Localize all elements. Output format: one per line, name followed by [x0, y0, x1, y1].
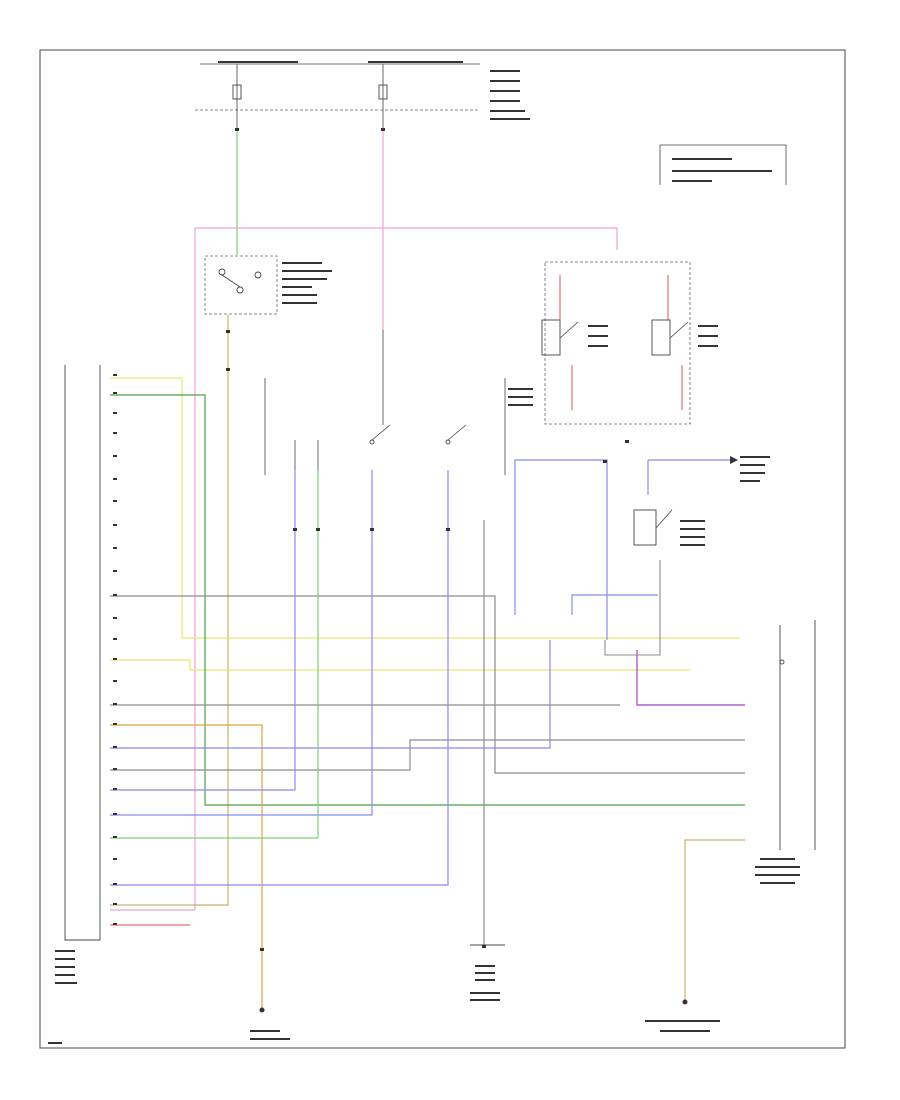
wire-gray-1 [110, 595, 745, 774]
wire-pink-left [110, 228, 196, 911]
wire-yellow-2 [110, 659, 690, 671]
switch-icon [445, 424, 467, 445]
wire-gray-right [604, 560, 661, 656]
wire-blue-4 [110, 470, 449, 886]
fuse-left [232, 64, 242, 130]
wire-gray-3 [110, 739, 745, 771]
wire-pink-bus [195, 227, 618, 250]
wire-blue-5 [514, 459, 608, 640]
wire-darkgreen [110, 394, 745, 806]
relay-module [204, 255, 332, 315]
module-pins [113, 374, 117, 925]
brake-switch-box [541, 261, 718, 425]
power-bus [195, 61, 530, 120]
arrow-icon [730, 456, 770, 482]
wire-yellow-1 [110, 377, 740, 639]
clutch-switch [633, 509, 705, 546]
wire-orange [110, 724, 263, 1008]
diagram-frame [39, 49, 846, 1049]
speed-sensor [470, 944, 505, 1001]
wire-blue-1 [110, 640, 551, 749]
wire-blue-6 [571, 594, 658, 615]
cruise-control-module [55, 365, 101, 984]
fuse-right [378, 64, 388, 130]
ground-icon [250, 1007, 290, 1040]
wire-olive [684, 839, 745, 1000]
cruise-switch-cluster [264, 330, 533, 475]
wire-blue-3 [110, 470, 373, 816]
actuator-module [755, 620, 816, 884]
ground-icon [645, 999, 720, 1032]
wire-tan-relay [110, 315, 229, 906]
switch-icon [369, 424, 391, 445]
wire-blue-2 [110, 470, 296, 791]
wire-purple [636, 650, 745, 706]
page-mark [48, 1042, 62, 1044]
legend-box [659, 144, 787, 185]
wire-green-2 [110, 470, 319, 839]
connector-icon [226, 128, 629, 951]
